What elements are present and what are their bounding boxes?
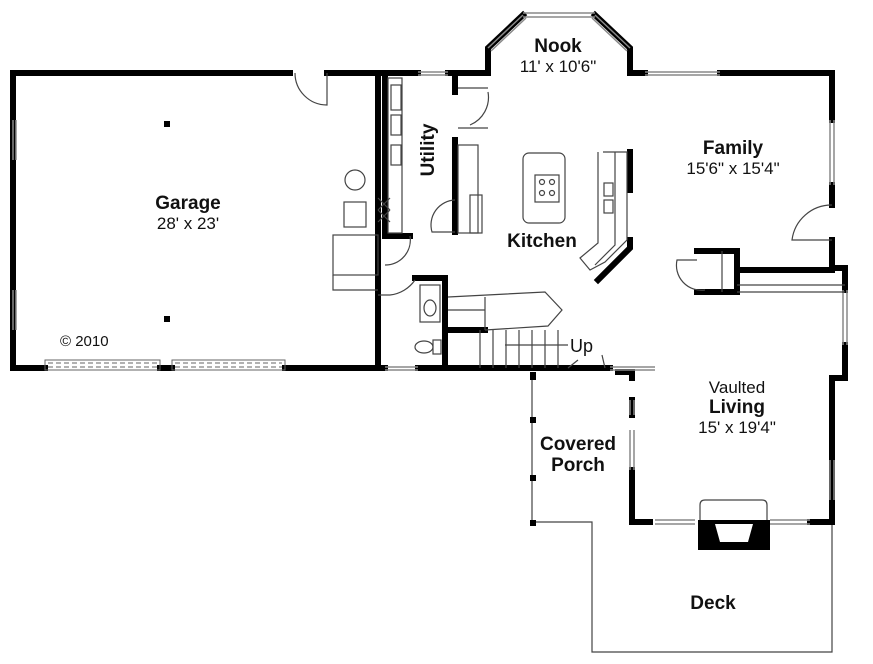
garage-wall	[10, 70, 293, 371]
living-label: Vaulted Living 15' x 19'4"	[698, 378, 776, 437]
stair-up-label: Up	[570, 336, 594, 356]
garage-name: Garage	[155, 193, 221, 214]
deck-label: Deck	[690, 593, 735, 614]
family-label: Family 15'6" x 15'4"	[686, 138, 779, 178]
living-prefix: Vaulted	[708, 378, 766, 397]
copyright-text: © 2010	[60, 333, 109, 350]
nook-label: Nook 11' x 10'6"	[520, 36, 596, 76]
family-name: Family	[702, 138, 764, 159]
nook-size: 11' x 10'6"	[519, 57, 597, 77]
kitchen-name: Kitchen	[507, 231, 577, 252]
porch-label: Covered Porch	[540, 434, 616, 477]
garage-label: Garage 28' x 23'	[155, 193, 220, 233]
deck-name: Deck	[690, 593, 736, 614]
family-size: 15'6" x 15'4"	[686, 159, 780, 179]
kitchen-label: Kitchen	[507, 231, 577, 252]
porch-name-line1: Covered	[539, 434, 617, 455]
living-name: Living	[709, 397, 765, 419]
nook-name: Nook	[534, 36, 582, 57]
utility-name: Utility	[418, 123, 439, 177]
living-size: 15' x 19'4"	[698, 418, 776, 438]
garage-size: 28' x 23'	[156, 214, 220, 234]
porch-name-line2: Porch	[551, 455, 605, 477]
